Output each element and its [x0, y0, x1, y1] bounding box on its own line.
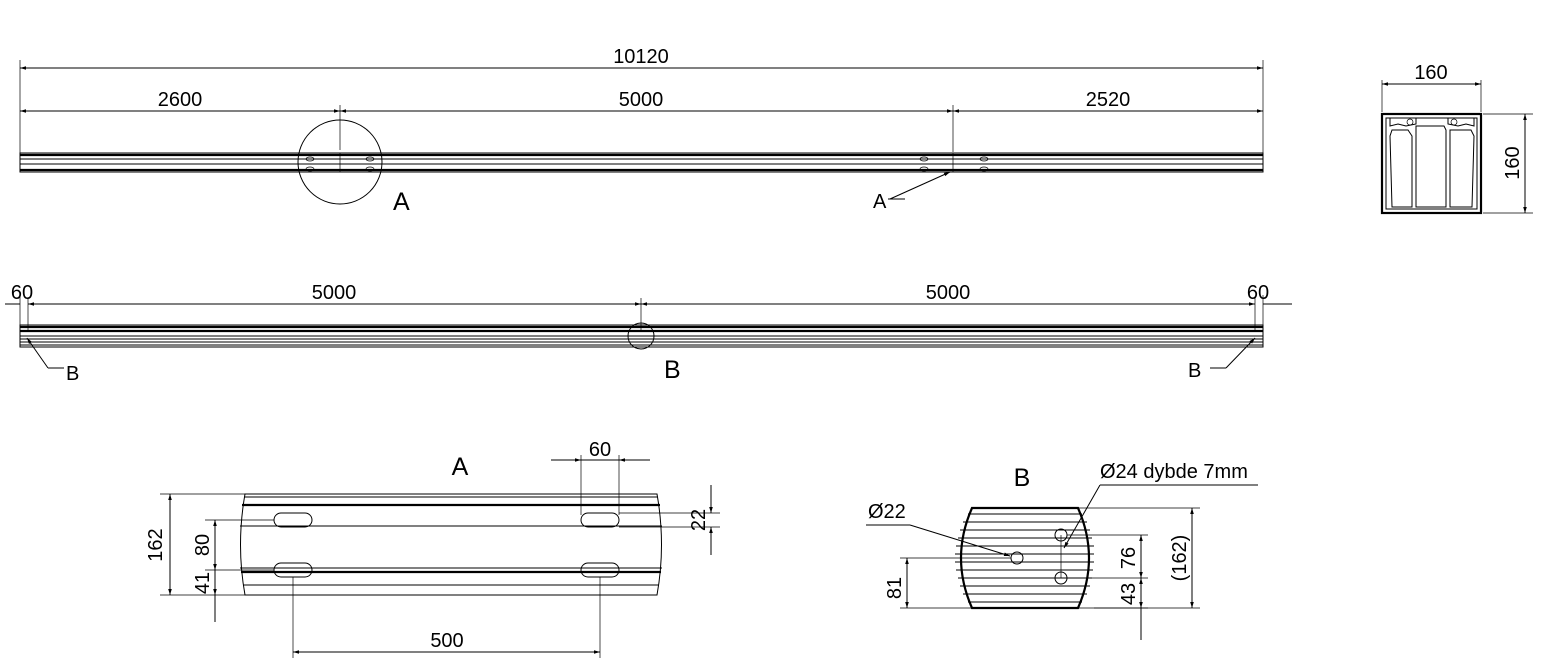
detail-a-height-text: 162	[145, 528, 167, 561]
detail-a-slot-spacing-text: 500	[430, 630, 463, 652]
dim-left-segment-text: 2600	[158, 89, 203, 111]
detail-a-slot-height-text: 22	[688, 509, 710, 531]
dim-span-left-text: 5000	[312, 282, 357, 304]
leader-b-left: B	[26, 337, 79, 385]
detail-b-hole-diameter: Ø22	[868, 501, 906, 523]
rail-top	[19, 152, 1264, 173]
dim-right-segment-text: 2520	[1086, 89, 1131, 111]
detail-b-overall-height-text: (162)	[1169, 535, 1191, 582]
detail-a-row-spacing-text: 80	[192, 534, 214, 556]
dim-end-left-text: 60	[11, 282, 33, 304]
top-view: 10120 2600 5000 2520	[19, 46, 1264, 216]
side-view: 60 5000 5000 60 B B B	[5, 282, 1292, 385]
dim-segments: 2600 5000 2520	[20, 89, 1263, 113]
dim-overall-length-text: 10120	[613, 46, 669, 68]
detail-b-upper-spacing-text: 76	[1118, 547, 1140, 569]
detail-b-title: B	[1014, 464, 1031, 492]
detail-circle-a	[297, 119, 383, 205]
detail-b: B Ø24 dybde 7mm Ø22 8	[866, 461, 1258, 640]
leader-b-right-text: B	[1188, 360, 1201, 382]
cross-section: 160 160	[1380, 62, 1533, 215]
detail-b-center-height-text: 81	[884, 577, 906, 599]
dim-end-right-text: 60	[1247, 282, 1269, 304]
rail-side	[19, 324, 1264, 348]
section-height-text: 160	[1502, 146, 1524, 179]
leader-a-text: A	[873, 191, 887, 213]
detail-a-edge-offset-text: 41	[192, 572, 214, 594]
leader-b-left-text: B	[66, 363, 79, 385]
dim-span-right-text: 5000	[926, 282, 971, 304]
dim-overall-length: 10120	[20, 46, 1263, 70]
detail-circle-b	[627, 322, 655, 350]
detail-b-hole-callout: Ø24 dybde 7mm	[1100, 461, 1248, 483]
detail-label-b: B	[664, 356, 681, 384]
detail-label-a: A	[393, 188, 410, 216]
detail-a: A 60 22 162	[145, 439, 720, 658]
detail-a-slot-width-text: 60	[589, 439, 611, 461]
leader-b-right: B	[1188, 337, 1256, 382]
detail-b-lower-offset-text: 43	[1118, 583, 1140, 605]
dim-middle-segment-text: 5000	[619, 89, 664, 111]
detail-a-title: A	[452, 453, 469, 481]
section-width-text: 160	[1414, 62, 1447, 84]
leader-a: A	[873, 171, 951, 213]
